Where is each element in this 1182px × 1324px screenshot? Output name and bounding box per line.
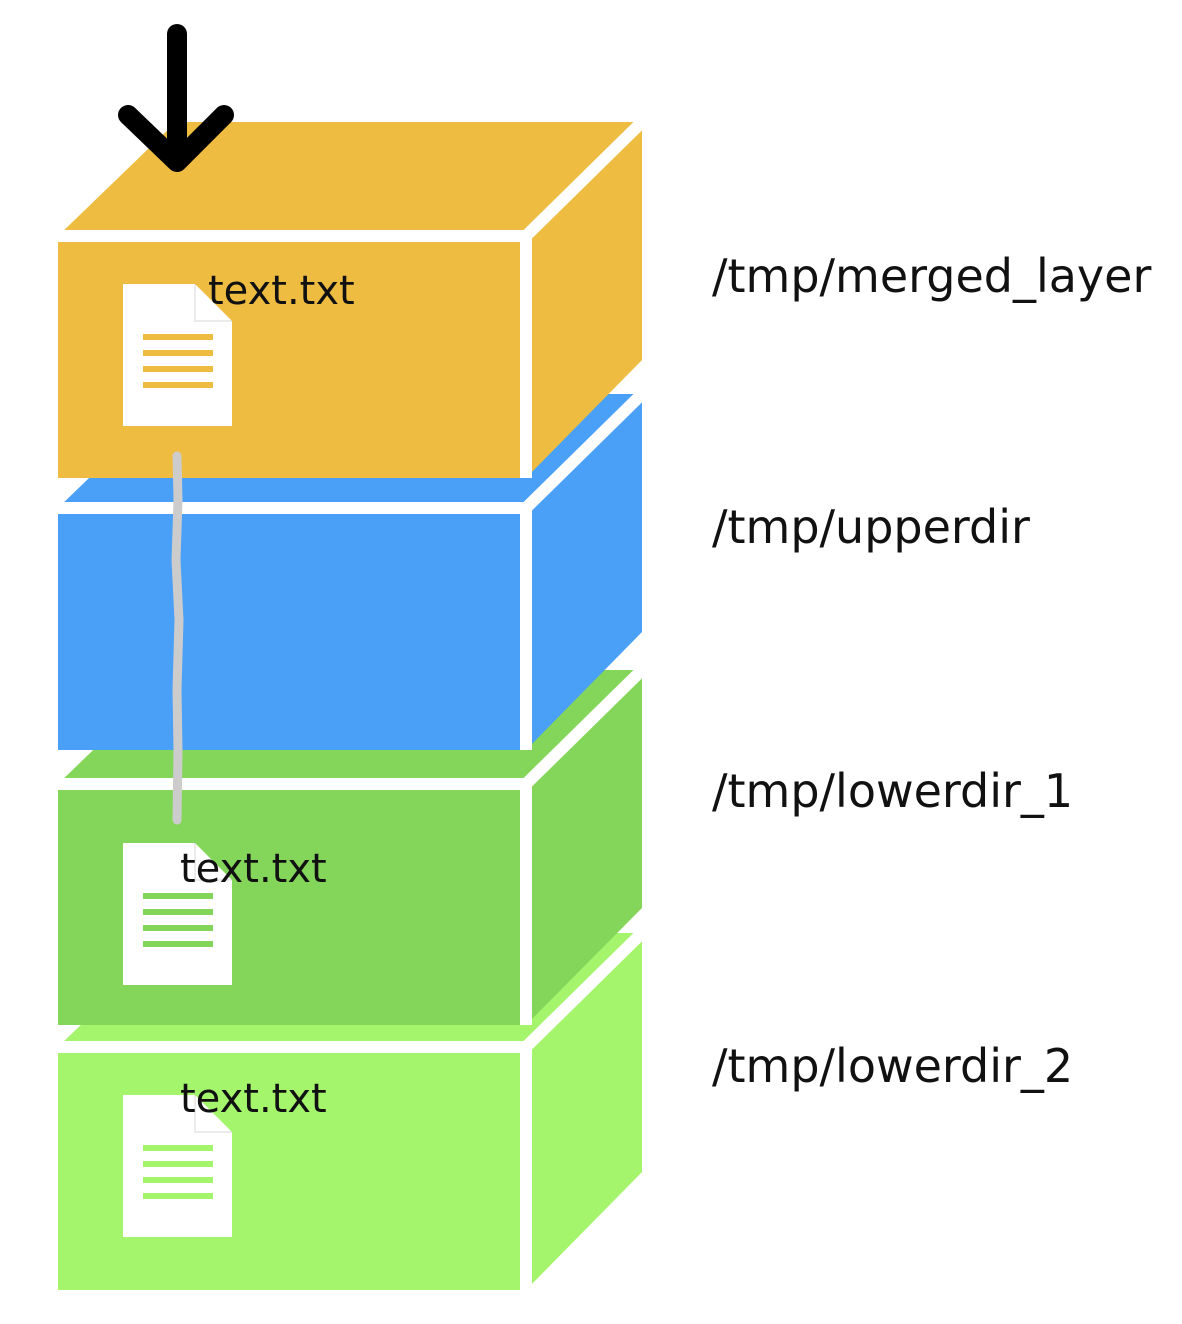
layer-label-lowerdir-1: /tmp/lowerdir_1 [712, 764, 1073, 818]
file-lookup-connector [171, 451, 184, 825]
layer-front-face [58, 508, 526, 750]
layer-lowerdir-1: text.txt [58, 665, 647, 1025]
document-icon [123, 1095, 232, 1237]
layer-edge-lines [58, 117, 647, 478]
document-icon [123, 843, 232, 985]
layer-label-lowerdir-2: /tmp/lowerdir_2 [712, 1039, 1073, 1093]
file-label: text.txt [208, 268, 355, 314]
layer-label-upperdir: /tmp/upperdir [712, 500, 1030, 554]
layer-top-face [58, 122, 642, 236]
layer-edge-lines [58, 389, 647, 750]
layer-merged: text.txt [58, 117, 647, 478]
file-label: text.txt [180, 846, 327, 892]
layer-edge-lines [58, 928, 647, 1290]
file-label: text.txt [180, 1076, 327, 1122]
document-icon [123, 284, 232, 426]
arrow-down-icon [118, 24, 234, 172]
layer-label-merged: /tmp/merged_layer [712, 249, 1151, 303]
layer-edge-lines [58, 665, 647, 1025]
